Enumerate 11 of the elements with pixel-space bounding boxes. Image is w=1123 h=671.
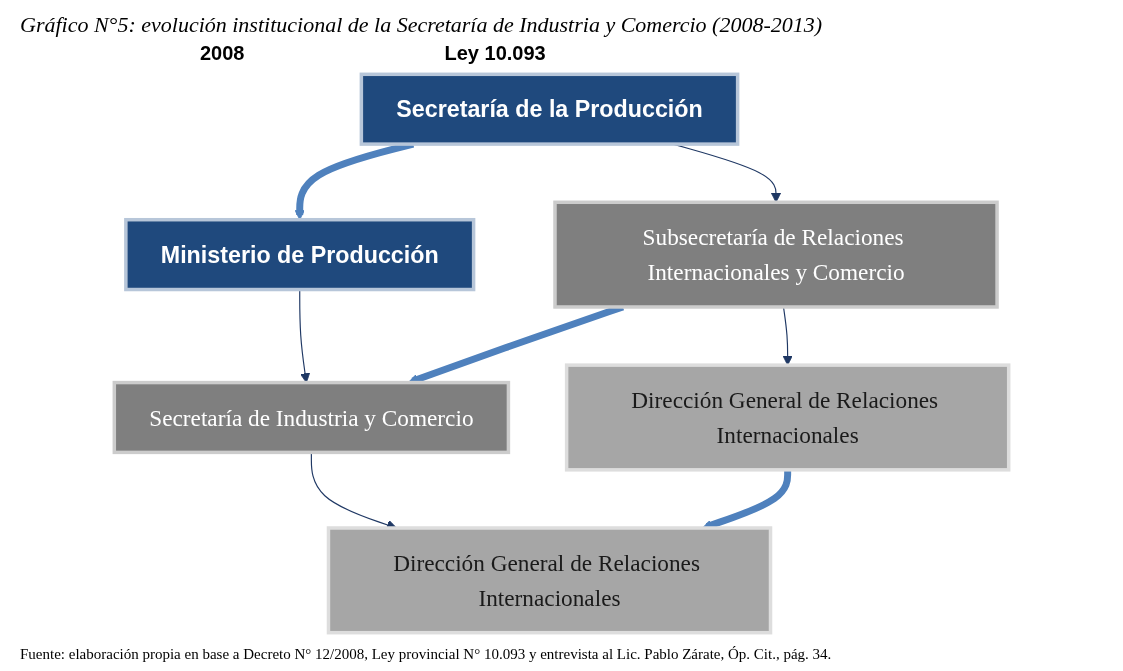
source-note: Fuente: elaboración propia en base a Decreto N° 12/2008, Ley provincial N° 10.093 y entrevista al Lic. Pablo Zárate, Óp. Cit., pág. 34. (20, 646, 833, 663)
node-box: Dirección General de Relaciones Internacionales (564, 363, 1011, 472)
node-box: Ministerio de Producción (124, 217, 476, 292)
column-heading: 2008 (200, 42, 245, 65)
title: Gráfico N°5: evolución institucional de la Secretaría de Industria y Comercio (2008-2013) (20, 12, 824, 38)
node-box: Secretaría de la Producción (359, 72, 740, 146)
node-box: Dirección General de Relaciones Internacionales (326, 526, 773, 635)
node-box: Subsecretaría de Relaciones Internacionales y Comercio (553, 200, 999, 309)
node-box: Secretaría de Industria y Comercio (112, 380, 511, 455)
column-heading: Ley 10.093 (444, 42, 546, 65)
arrow (782, 306, 793, 366)
